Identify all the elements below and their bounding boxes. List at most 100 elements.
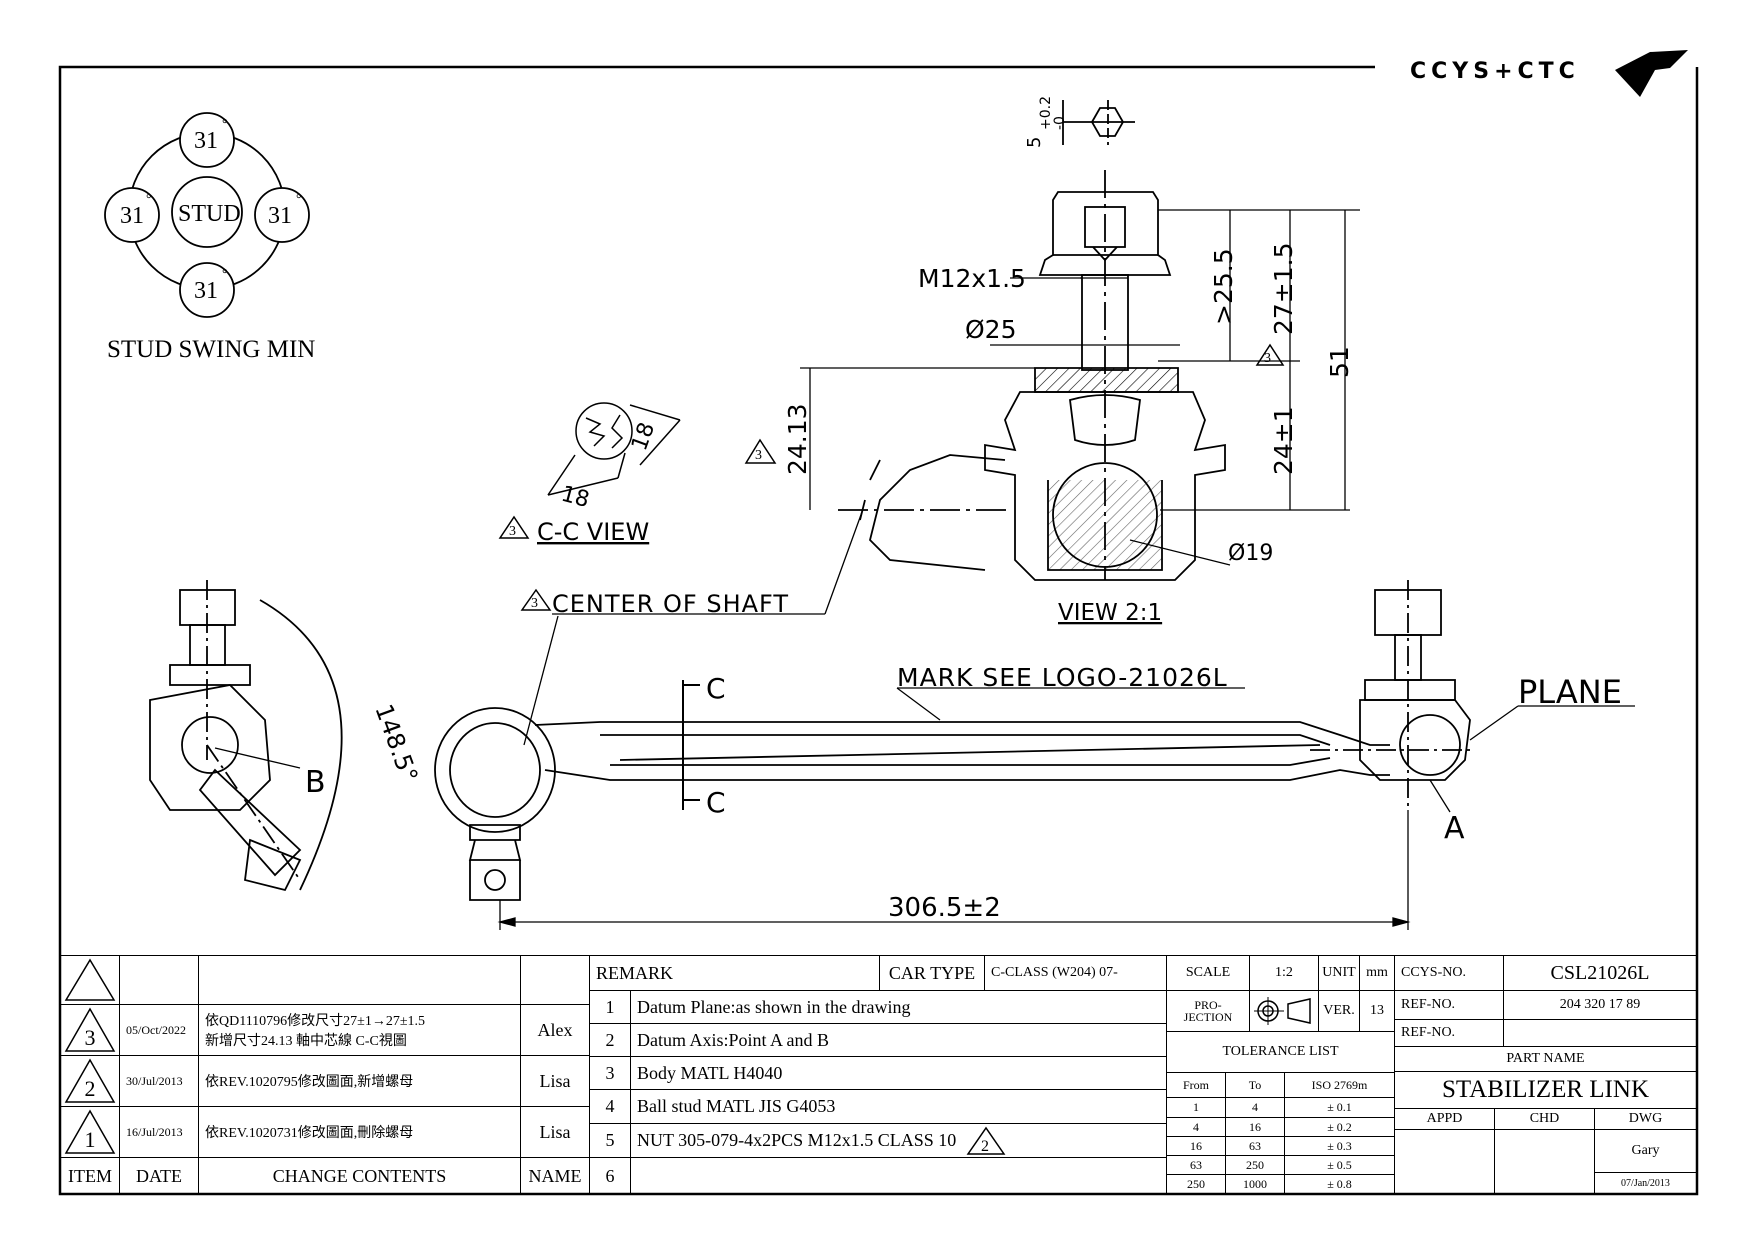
rev-content-line: 新增尺寸24.13 軸中芯線 C-C視圖 — [205, 1034, 407, 1049]
car-type-value: C-CLASS (W204) 07- — [984, 955, 1167, 991]
length-dimension — [497, 810, 1411, 930]
cc-dim-18b: 18 — [558, 482, 592, 513]
tol-cell: ± 0.3 — [1284, 1136, 1395, 1156]
appd-label: APPD — [1394, 1108, 1495, 1130]
tol-header: From — [1166, 1072, 1226, 1098]
rev-tri-num: 3 — [531, 596, 538, 611]
dim-27: 27±1.5 — [1269, 242, 1298, 335]
rev-tri-num: 3 — [1264, 351, 1271, 366]
unit-value: mm — [1359, 955, 1395, 991]
tol-cell: 16 — [1225, 1117, 1285, 1137]
ref-label-2: REF-NO. — [1394, 1019, 1504, 1047]
rev-name: Alex — [520, 1004, 590, 1056]
remark-num: 6 — [589, 1157, 631, 1195]
tol-cell: 250 — [1166, 1174, 1226, 1195]
tol-lower: -0 — [1052, 116, 1068, 130]
rev-blank — [119, 955, 199, 1005]
remark-num: 5 — [589, 1123, 631, 1158]
header-date: DATE — [119, 1157, 199, 1195]
header-item: ITEM — [60, 1157, 120, 1195]
center-shaft-label: CENTER OF SHAFT — [552, 590, 789, 618]
point-a-label: A — [1444, 811, 1465, 846]
deg-mark: ° — [146, 192, 152, 207]
remark-text: Ball stud MATL JIS G4053 — [630, 1089, 1167, 1124]
logo-text: CCYS+CTC — [1410, 59, 1580, 84]
section-c-bottom: C — [706, 786, 726, 819]
tol-base: 5 — [1024, 137, 1045, 148]
cc-section-view — [547, 402, 681, 496]
header-change: CHANGE CONTENTS — [198, 1157, 521, 1195]
rev-tri-num: 3 — [509, 524, 516, 539]
rev-date: 16/Jul/2013 — [119, 1106, 199, 1158]
point-b-label: B — [305, 765, 326, 800]
rev-content-line: 依QD1110796修改尺寸27±1→27±1.5 — [205, 1014, 426, 1029]
swing-angle-top: 31 — [194, 128, 218, 154]
remark-text: Body MATL H4040 — [630, 1056, 1167, 1090]
rev-item: 3 — [60, 1004, 120, 1056]
cc-view-label: C-C VIEW — [537, 518, 649, 546]
ref-number-1: 204 320 17 89 — [1503, 990, 1697, 1020]
tol-cell: 63 — [1166, 1155, 1226, 1175]
rev-blank — [520, 955, 590, 1005]
tol-cell: 4 — [1225, 1097, 1285, 1118]
length-label: 306.5±2 — [888, 893, 1001, 923]
dia19-label: Ø19 — [1228, 541, 1273, 566]
tol-cell: 1 — [1166, 1097, 1226, 1118]
rev-name: Lisa — [520, 1055, 590, 1107]
rev-name: Lisa — [520, 1106, 590, 1158]
section-c-top: C — [706, 672, 726, 705]
remark-num: 2 — [589, 1023, 631, 1057]
remark-title: REMARK — [589, 955, 880, 991]
dwg-label: DWG — [1594, 1108, 1697, 1130]
dim-24: 24±1 — [1269, 406, 1298, 475]
stud-center-label: STUD — [178, 201, 241, 227]
projection-icon — [1249, 990, 1319, 1032]
stud-swing-title: STUD SWING MIN — [107, 336, 315, 363]
dim-24-13: 24.13 — [783, 403, 812, 475]
remark-text: Datum Axis:Point A and B — [630, 1023, 1167, 1057]
view-label: VIEW 2:1 — [1058, 600, 1162, 626]
remark-num: 1 — [589, 990, 631, 1024]
deg-mark: ° — [222, 267, 228, 282]
remark-5-text: NUT 305-079-4x2PCS M12x1.5 CLASS 10 — [637, 1130, 957, 1150]
mark-label: MARK SEE LOGO-21026L — [897, 663, 1228, 692]
drawing-date: 07/Jan/2013 — [1594, 1172, 1697, 1195]
ver-value: 13 — [1359, 990, 1395, 1032]
tol-cell: 1000 — [1225, 1174, 1285, 1195]
remark-num: 4 — [589, 1089, 631, 1124]
remark-text: NUT 305-079-4x2PCS M12x1.5 CLASS 10 2 — [630, 1123, 1167, 1158]
tol-cell: ± 0.1 — [1284, 1097, 1395, 1118]
tol-cell: 250 — [1225, 1155, 1285, 1175]
rev-item: 2 — [60, 1055, 120, 1107]
dim-51: 51 — [1325, 346, 1354, 378]
ccys-number: CSL21026L — [1503, 955, 1697, 991]
remark-num: 3 — [589, 1056, 631, 1090]
swing-angle-left: 31 — [120, 203, 144, 229]
svg-text:2: 2 — [981, 1138, 989, 1155]
rev-date: 05/Oct/2022 — [119, 1004, 199, 1056]
swing-angle-bottom: 31 — [194, 278, 218, 304]
logo-emblem — [1615, 50, 1688, 97]
stud-swing-diagram — [104, 112, 310, 318]
arc-angle-label: 148.5° — [369, 700, 423, 785]
rev-content: 依QD1110796修改尺寸27±1→27±1.5 新增尺寸24.13 軸中芯線… — [198, 1004, 521, 1056]
projection-label: PRO-JECTION — [1166, 990, 1250, 1032]
rev-tri-num: 3 — [755, 448, 762, 463]
tol-cell: 63 — [1225, 1136, 1285, 1156]
tol-header: ISO 2769m — [1284, 1072, 1395, 1098]
detail-view-2-1 — [838, 100, 1226, 581]
plane-label: PLANE — [1518, 673, 1622, 711]
tol-cell: ± 0.5 — [1284, 1155, 1395, 1175]
tol-cell: ± 0.2 — [1284, 1117, 1395, 1137]
stabilizer-link-main-view — [149, 580, 1471, 901]
tolerance-title: TOLERANCE LIST — [1166, 1031, 1395, 1073]
tol-header: To — [1225, 1072, 1285, 1098]
chd-sign — [1494, 1129, 1595, 1195]
ref-number-2 — [1503, 1019, 1697, 1047]
section-c-markers — [682, 680, 700, 810]
remark-text: Datum Plane:as shown in the drawing — [630, 990, 1167, 1024]
tol-upper: +0.2 — [1038, 96, 1054, 130]
header-name: NAME — [520, 1157, 590, 1195]
ver-label: VER. — [1318, 990, 1360, 1032]
